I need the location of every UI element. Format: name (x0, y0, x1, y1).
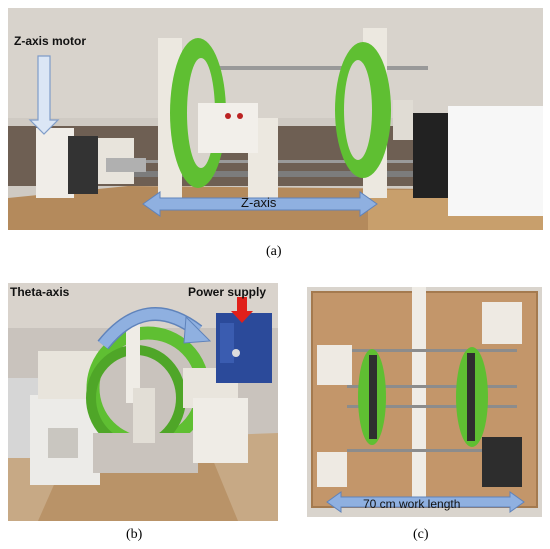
z-axis-motor-label: Z-axis motor (14, 34, 87, 48)
panel-b-photo (8, 283, 278, 521)
work-length-label: 70 cm work length (363, 497, 461, 511)
motor-pointer-arrow (28, 55, 60, 135)
z-axis-label: Z-axis (241, 195, 277, 210)
caption-a: (a) (266, 244, 282, 259)
caption-c: (c) (413, 527, 429, 542)
theta-axis-label: Theta-axis (10, 285, 70, 299)
power-pointer-arrow (231, 297, 253, 323)
photo-panel-b: Theta-axis Power supply (8, 283, 278, 521)
length-arrow (326, 491, 525, 513)
photo-panel-c: 70 cm work length (307, 287, 542, 517)
power-supply-label: Power supply (188, 285, 267, 299)
panel-c-photo (307, 287, 542, 517)
z-axis-arrow (142, 191, 378, 217)
photo-panel-a: Z-axis motor Z-axis (8, 8, 543, 230)
caption-b: (b) (126, 527, 143, 542)
panel-a-photo (8, 8, 543, 230)
